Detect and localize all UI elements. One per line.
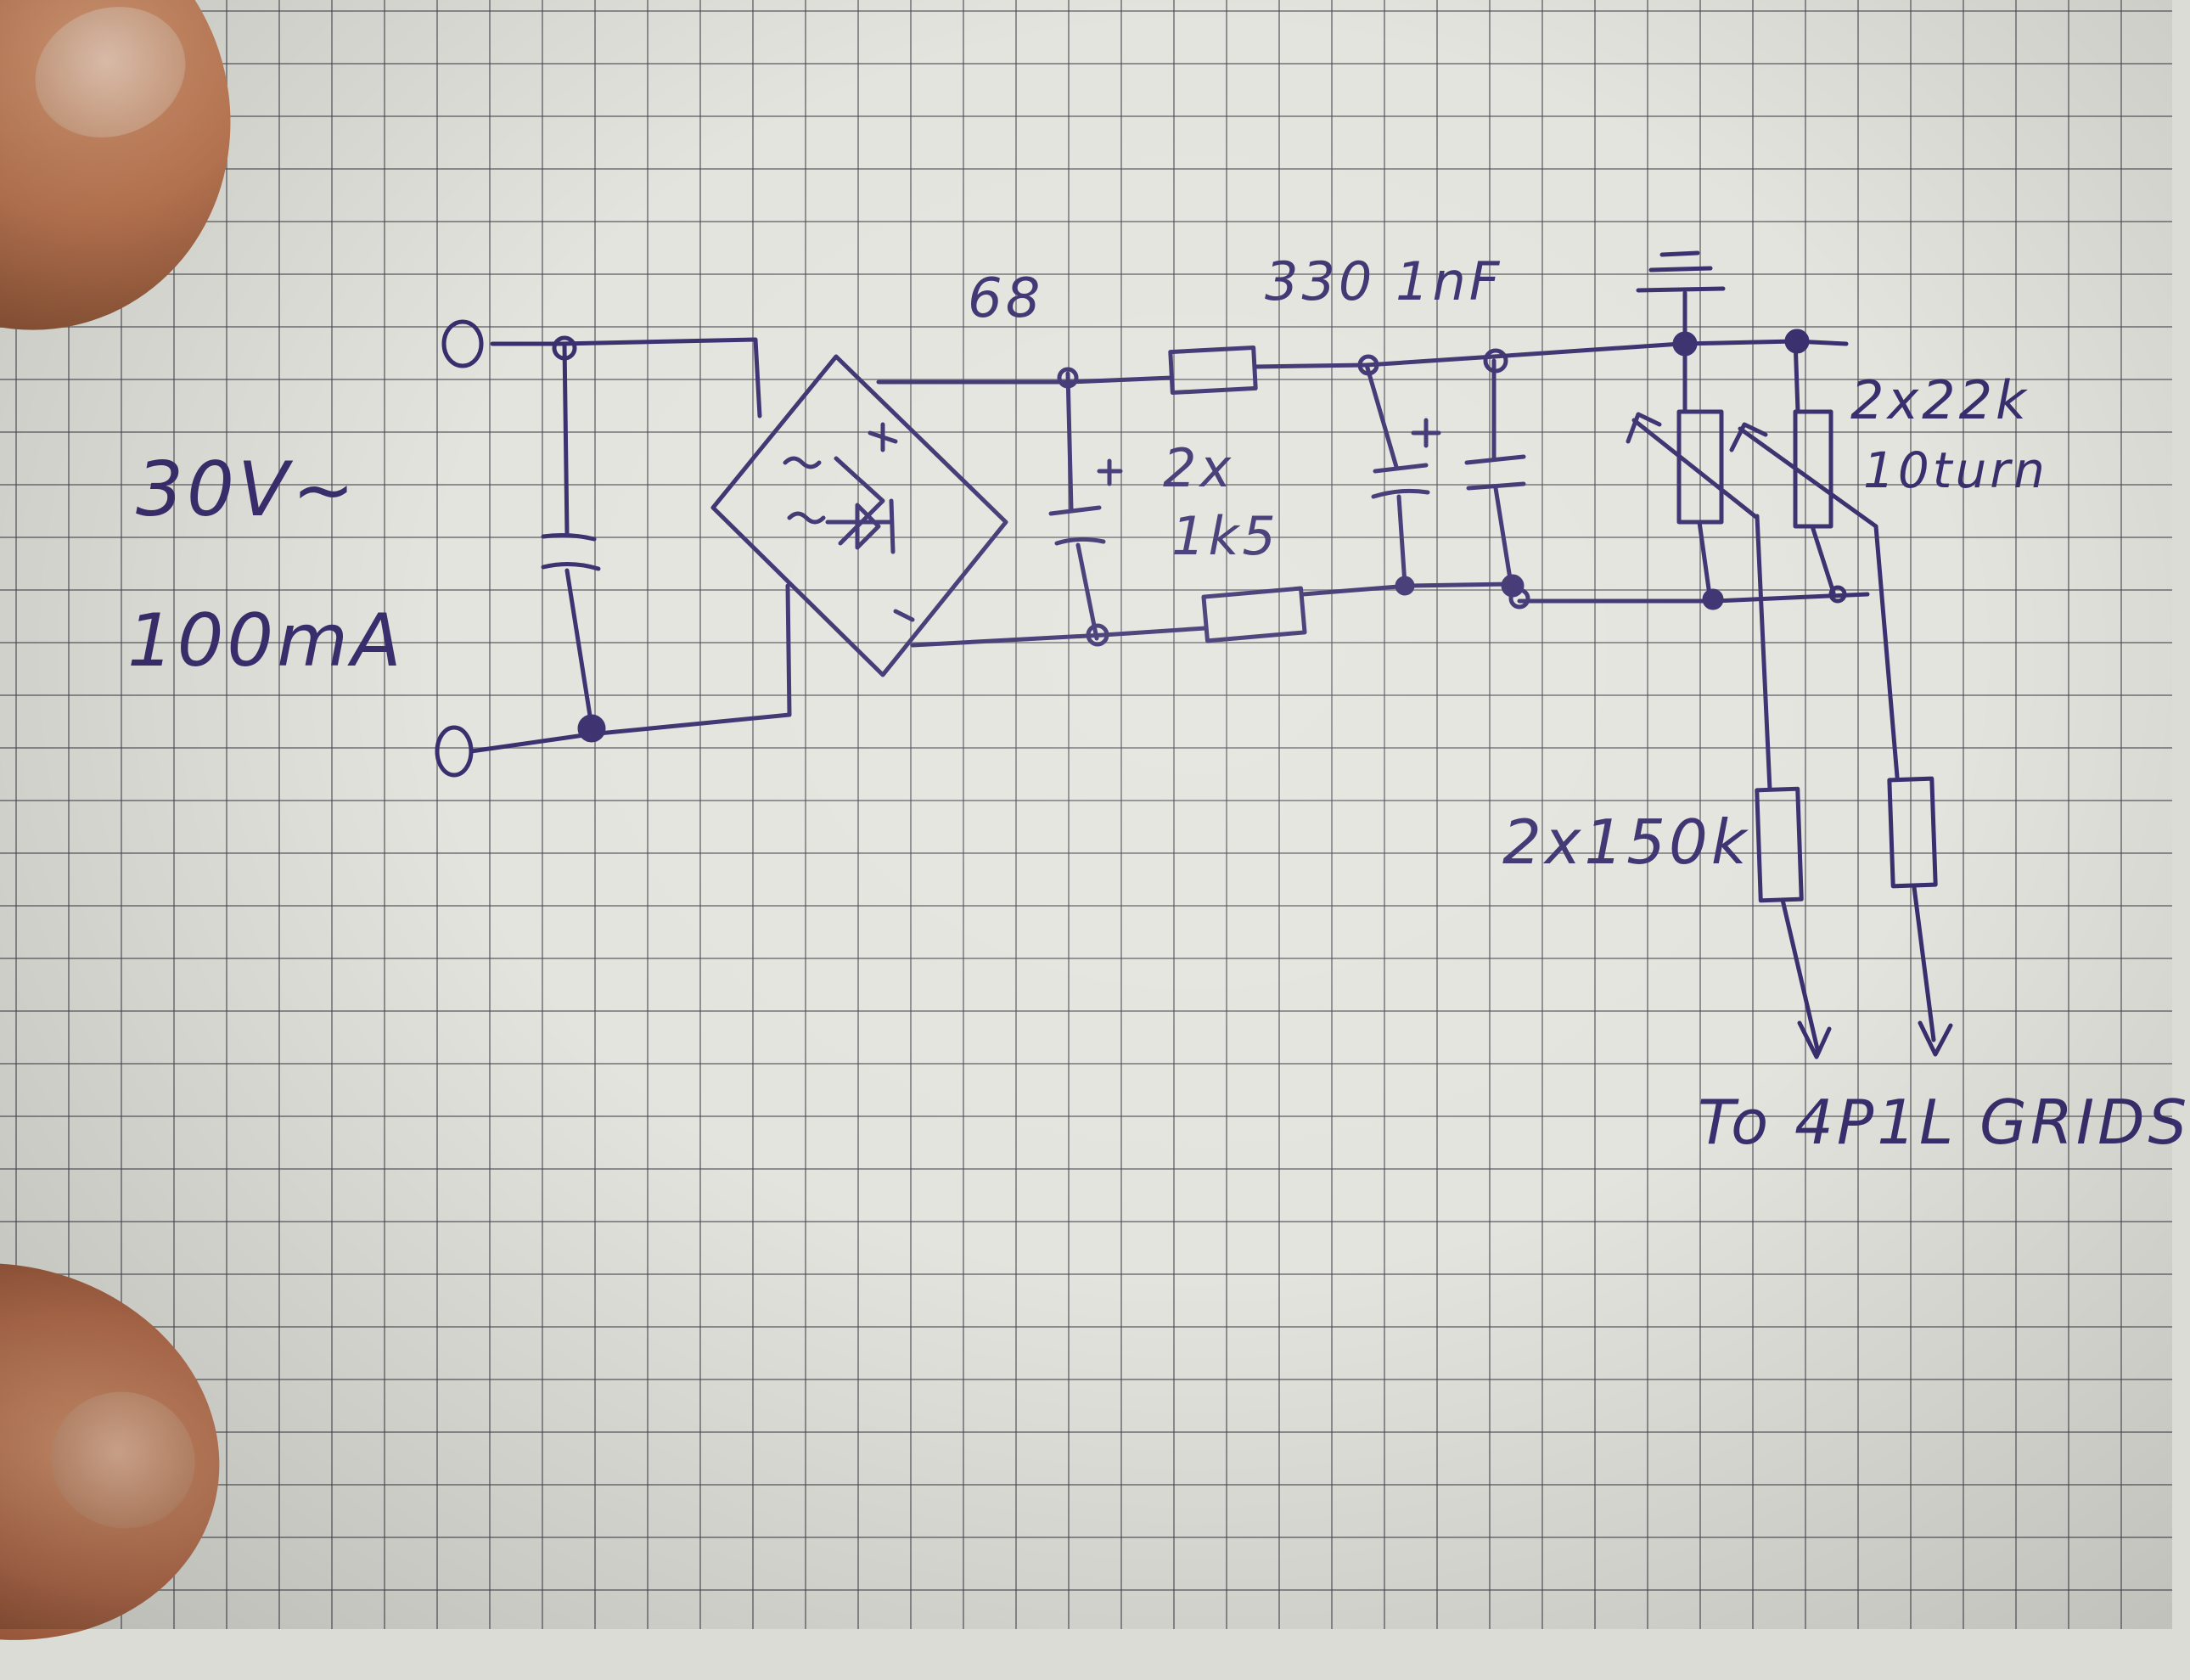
- resistor-68-label: 68: [968, 267, 1044, 330]
- ground-symbol: [1636, 250, 1726, 342]
- supply-voltage-label: 30V~: [136, 446, 358, 533]
- wiper-leads: [1755, 514, 1900, 792]
- potentiometer-type-label: 10turn: [1863, 441, 2048, 499]
- schematic-drawing: [435, 250, 1953, 1059]
- capacitor-count-label: 2x: [1163, 437, 1235, 499]
- filter-capacitor-2: [1364, 362, 1441, 587]
- resistor-68: [1168, 345, 1258, 396]
- filter-capacitor-1: [1048, 371, 1123, 641]
- pot-junctions: [1672, 329, 1847, 610]
- graph-paper-background: [0, 0, 2172, 1629]
- rail-junctions-b: [1357, 348, 1530, 610]
- potentiometer-value-label: 2x22k: [1850, 369, 2030, 431]
- input-wiring: [469, 337, 792, 754]
- resistor-330-capacitor-1nf-label: 330 1nF: [1265, 250, 1503, 312]
- input-capacitor: [541, 533, 601, 571]
- potentiometer-22k-b: [1729, 337, 1878, 595]
- input-terminal-bottom: [435, 725, 474, 778]
- input-junctions: [552, 335, 606, 743]
- output-destination-label: To 4P1L GRIDS: [1698, 1087, 2190, 1158]
- resistor-150k-label: 2x150k: [1502, 806, 1750, 878]
- output-arrow-a: [1780, 897, 1832, 1059]
- capacitor-1nf: [1464, 358, 1526, 587]
- input-terminal-top: [441, 319, 484, 368]
- output-arrow-b: [1912, 885, 1953, 1057]
- resistor-1k5: [1201, 586, 1307, 643]
- resistor-1k5-label: 1k5: [1171, 505, 1279, 567]
- resistor-150k-a: [1755, 786, 1804, 903]
- resistor-150k-b: [1887, 776, 1938, 889]
- bridge-rectifier: [710, 354, 1008, 677]
- supply-current-label: 100mA: [127, 598, 405, 683]
- rail-junctions-a: [1057, 367, 1109, 647]
- potentiometer-22k-a: [1626, 339, 1760, 604]
